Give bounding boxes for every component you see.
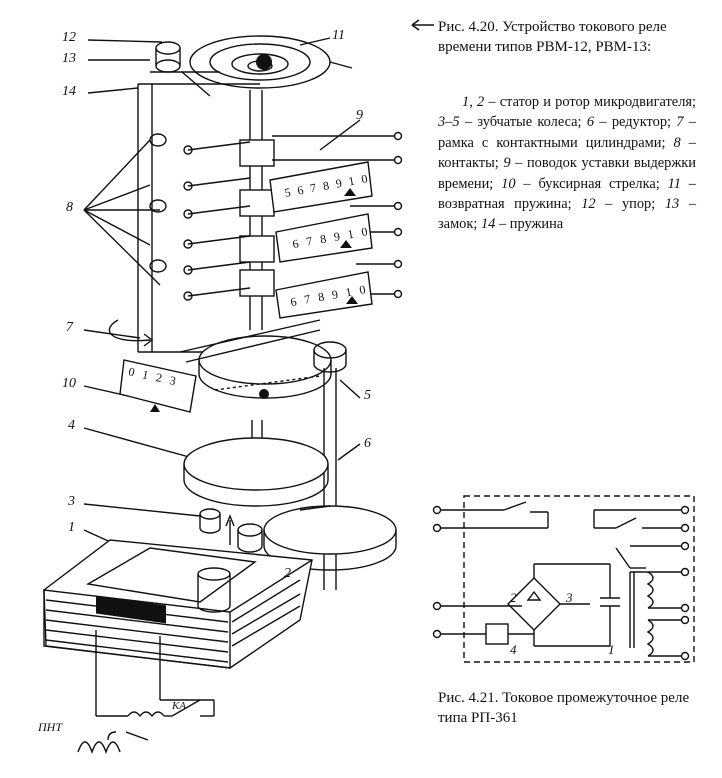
callout-6: 6: [364, 436, 371, 451]
legend-num: 11: [667, 175, 681, 192]
dial-label: 3: [168, 373, 185, 390]
callout-2: 2: [284, 566, 291, 581]
legend-text: – статор и ротор микродвигателя;: [484, 94, 696, 110]
callout-10: 10: [62, 376, 76, 391]
arrow-left-icon: [411, 19, 434, 31]
label-pnt: ПНТ: [38, 720, 63, 734]
callout-4: 4: [68, 418, 75, 433]
callout-1: 1: [68, 520, 75, 535]
legend-text: – замок;: [438, 196, 697, 233]
legend-text: – упор;: [595, 196, 665, 213]
legend-num: 3–5: [438, 114, 460, 131]
schematic-callout-1: 1: [608, 642, 615, 657]
legend-num: 1, 2: [462, 94, 485, 110]
legend-text: – редуктор;: [594, 114, 677, 131]
figure-4-21-caption: Рис. 4.21. Токовое промежуточное реле ти…: [438, 690, 690, 726]
legend-text: – зубчатые колеса;: [459, 114, 587, 131]
legend-num: 10: [501, 175, 516, 192]
legend-num: 6: [586, 114, 595, 131]
callout-11: 11: [332, 28, 345, 43]
legend-num: 9: [503, 155, 511, 172]
legend-num: 14: [480, 216, 496, 233]
legend-num: 8: [673, 134, 681, 151]
relay-rvm-drawing: [43, 35, 403, 755]
schematic-callout-3: 3: [566, 590, 573, 605]
legend-num: 13: [664, 196, 680, 213]
relay-rp361-schematic: [432, 495, 695, 663]
schematic-callout-4: 4: [510, 642, 517, 657]
legend-text: – рамка с контактными цилиндрами;: [438, 114, 696, 151]
legend-text: – контакты;: [438, 134, 696, 172]
legend-num: 7: [676, 114, 684, 131]
legend-text: – поводок уставки выдержки времени;: [438, 155, 696, 192]
callout-13: 13: [62, 51, 76, 66]
callout-12: 12: [62, 30, 76, 45]
legend-text: – пружина: [495, 216, 564, 233]
callout-7: 7: [66, 320, 73, 335]
callout-8: 8: [66, 200, 73, 215]
schematic-callout-2: 2: [510, 590, 517, 605]
callout-5: 5: [364, 388, 371, 403]
callout-14: 14: [62, 84, 76, 99]
figure-4-20-caption: Рис. 4.20. Устройство токового реле врем…: [438, 19, 667, 55]
legend-num: 12: [581, 196, 596, 213]
label-ka: КА: [172, 700, 187, 712]
legend-text: – возвратная пружина;: [438, 175, 697, 213]
callout-9: 9: [356, 108, 363, 123]
callout-3: 3: [68, 494, 75, 509]
figure-4-20-legend: 1, 2 – статор и ротор микродвигателя; 3–…: [438, 92, 696, 235]
legend-text: – буксирная стрелка;: [515, 175, 668, 192]
